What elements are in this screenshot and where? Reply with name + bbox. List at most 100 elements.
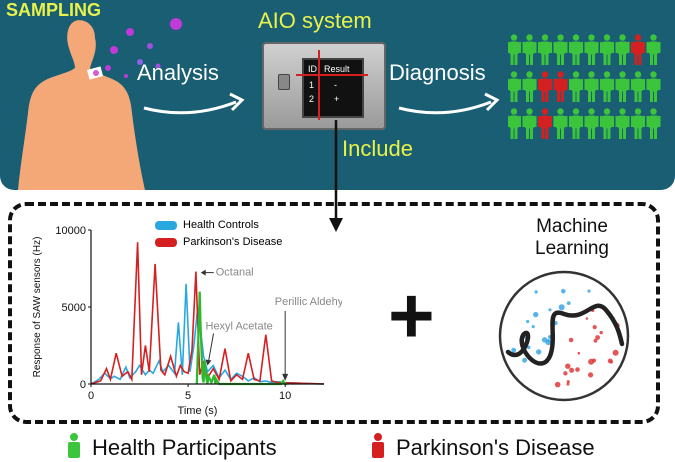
pd-dot — [592, 325, 597, 330]
arrow-right-icon — [398, 92, 500, 115]
plus-icon: + — [388, 271, 435, 360]
pd-person-icon — [553, 71, 568, 102]
device-col-result: Result — [324, 64, 350, 74]
pd-person-icon — [538, 108, 552, 139]
healthy-person-icon — [631, 108, 645, 139]
device-row1-result: - — [334, 80, 337, 90]
pd-dot — [566, 380, 570, 384]
pd-dot — [588, 372, 594, 378]
legend-label: Health Controls — [183, 219, 259, 231]
pd-dot — [609, 360, 613, 364]
decision-boundary-icon — [505, 303, 625, 366]
ml-circle-icon — [498, 270, 630, 402]
healthy-person-icon — [600, 71, 614, 102]
pd-dot — [569, 367, 575, 373]
include-label: Include — [342, 136, 413, 161]
series-line-1 — [90, 242, 325, 385]
annotation-arrowhead — [200, 269, 206, 276]
arrow-right-icon — [143, 92, 245, 115]
health-dot — [526, 345, 531, 350]
diagnosis-label: Diagnosis — [389, 60, 486, 85]
legend-label: Parkinson's Disease — [183, 236, 283, 248]
annotation-perillic-aldehyde: Perillic Aldehyde — [275, 296, 342, 308]
pd-dot — [566, 382, 570, 386]
device-divider — [296, 74, 368, 76]
health-dot — [587, 289, 591, 293]
pd-dot — [563, 371, 568, 376]
sampling-label: SAMPLING — [6, 0, 102, 20]
healthy-person-icon — [569, 108, 583, 139]
y-tick-label: 10000 — [55, 225, 86, 237]
healthy-person-icon — [600, 34, 614, 65]
pd-dot — [599, 330, 603, 335]
healthy-person-icon — [646, 71, 661, 102]
healthy-person-icon — [615, 71, 630, 102]
device-row1-id: 1 — [309, 80, 315, 90]
annotation-arrowhead — [282, 373, 289, 381]
pd-dot — [577, 351, 581, 355]
healthy-person-icon — [584, 108, 599, 139]
series-line-0 — [90, 283, 325, 385]
healthy-person-icon — [646, 108, 661, 139]
healthy-person-icon — [631, 71, 645, 102]
device-col-id: ID — [308, 64, 317, 74]
healthy-person-icon — [600, 108, 614, 139]
healthy-person-icon — [553, 108, 568, 139]
ml-title: Machine Learning — [524, 216, 620, 260]
healthy-person-icon — [508, 71, 521, 102]
healthy-person-icon — [522, 71, 537, 102]
pd-dot — [593, 338, 598, 343]
healthy-person-icon — [646, 34, 661, 65]
aio-system-title: AIO system — [258, 8, 372, 33]
health-dot — [534, 290, 538, 294]
x-tick-label: 10 — [279, 390, 291, 402]
x-tick-label: 5 — [185, 390, 191, 402]
health-dot — [522, 357, 528, 363]
y-tick-label: 0 — [80, 379, 86, 391]
healthy-person-icon — [68, 433, 80, 458]
methods-box — [8, 202, 660, 424]
y-axis-label: Response of SAW sensors (Hz) — [32, 237, 43, 378]
health-dot — [526, 319, 530, 324]
ml-title-line1: Machine — [536, 216, 608, 237]
health-dot — [536, 349, 542, 355]
diagnosis-crowd — [508, 34, 661, 139]
legend: Health Controls Parkinson's Disease — [155, 219, 282, 248]
pd-dot — [595, 335, 600, 340]
x-tick-label: 0 — [88, 390, 94, 402]
device-divider — [318, 50, 320, 120]
pd-dot — [565, 363, 571, 369]
pd-dot — [612, 349, 619, 356]
healthy-person-icon — [615, 34, 630, 65]
annotation-hexyl-acetate: Hexyl Acetate — [206, 321, 273, 333]
pd-dot — [592, 358, 596, 363]
legend-swatch-icon — [155, 220, 177, 230]
health-dot — [566, 301, 571, 305]
annotation-arrowhead — [205, 359, 212, 366]
pd-dot — [554, 381, 561, 388]
ml-title-line2: Learning — [535, 238, 609, 259]
healthy-person-icon — [569, 34, 583, 65]
healthy-person-icon — [615, 108, 630, 139]
particles-icon — [105, 18, 182, 78]
healthy-participants-label: Health Participants — [92, 435, 277, 460]
health-dot — [541, 337, 548, 343]
health-dot — [548, 308, 552, 312]
device-knob-icon — [278, 74, 290, 90]
health-dot — [511, 347, 517, 353]
aio-device: ID Result 1 - 2 + — [262, 42, 386, 130]
pd-dot — [568, 337, 574, 343]
pd-person-icon — [538, 71, 552, 102]
healthy-person-icon — [553, 34, 568, 65]
health-dot — [558, 304, 565, 311]
health-dot — [561, 288, 566, 294]
legend-swatch-icon — [155, 237, 177, 247]
series-line-2 — [195, 291, 288, 386]
legend-item-health-controls: Health Controls — [155, 219, 282, 231]
y-tick-label: 5000 — [62, 302, 86, 314]
health-dot — [531, 325, 535, 329]
healthy-person-icon — [508, 34, 521, 65]
healthy-person-icon — [522, 108, 537, 139]
annotation-octanal: Octanal — [216, 267, 254, 279]
